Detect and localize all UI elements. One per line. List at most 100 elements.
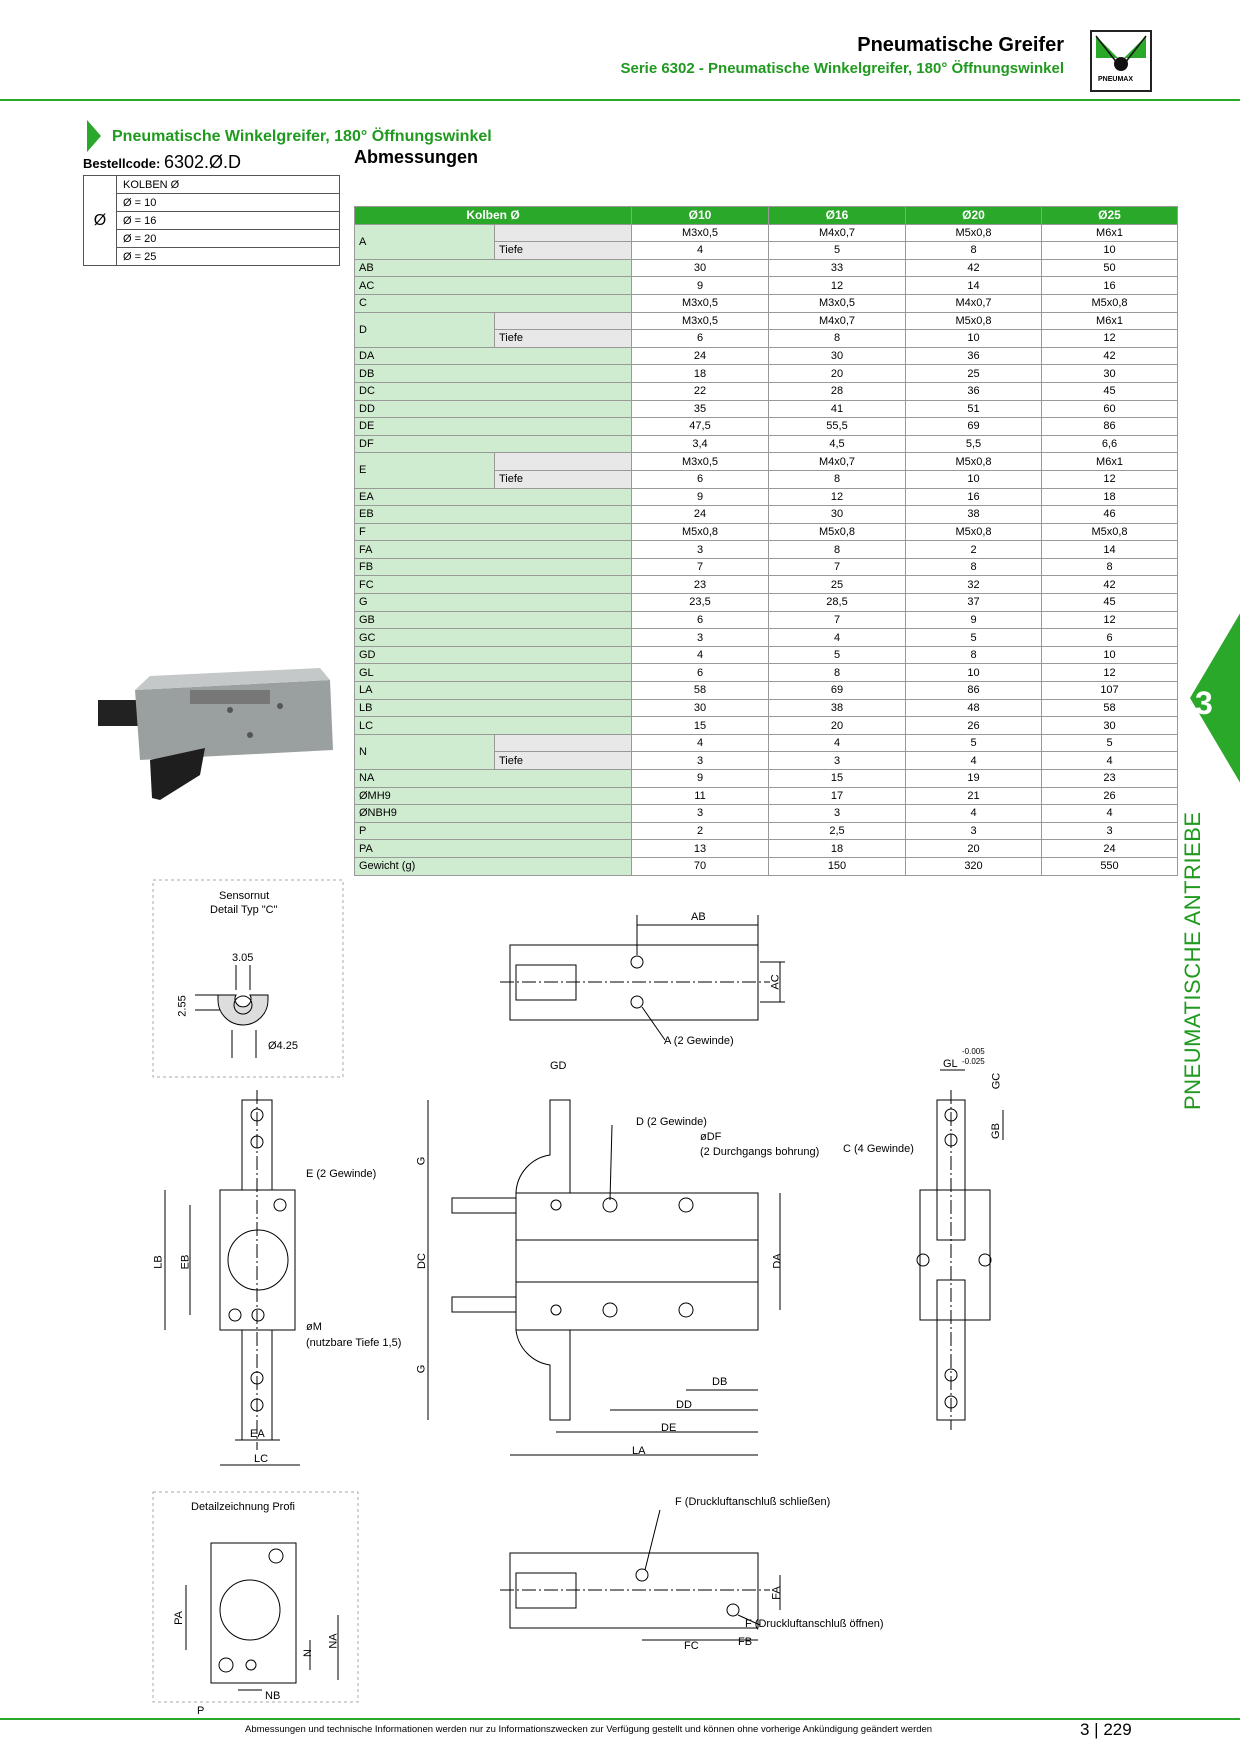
dim-value: M5x0,8 (905, 452, 1042, 471)
label-G-bottom: G (415, 1364, 428, 1374)
sensor-title: Sensornut (219, 890, 270, 902)
page-number: 3 | 229 (1080, 1720, 1132, 1739)
dim-key: GD (354, 645, 632, 665)
section-arrow-icon (87, 120, 101, 152)
dim-key: AC (354, 276, 632, 295)
label-DD: DD (676, 1399, 692, 1411)
order-option: KOLBEN Ø (116, 175, 340, 194)
dim-value: M5x0,8 (905, 311, 1042, 331)
dim-key: DF (354, 434, 632, 454)
dim-header-cell: Ø10 (631, 206, 769, 225)
label-M-depth: (nutzbare Tiefe 1,5) (306, 1337, 402, 1349)
label-FC: FC (684, 1640, 699, 1652)
dim-subkey-blank (494, 223, 632, 243)
sensor-title-detail: Detail Typ "C" (210, 904, 278, 916)
dim-key: GB (354, 610, 632, 630)
label-EA: EA (250, 1428, 265, 1440)
profile-title: Detailzeichnung Profi (191, 1501, 295, 1513)
order-row: Ø = 16 (84, 211, 340, 230)
dim-4-25: Ø4.25 (268, 1040, 298, 1052)
label-FA: FA (770, 1586, 783, 1600)
label-DF: øDF (700, 1131, 722, 1143)
dim-key: D (354, 311, 495, 348)
profile-detail-frame (152, 1491, 359, 1703)
label-GC: GC (990, 1072, 1003, 1090)
label-DE: DE (661, 1422, 677, 1434)
side-view-body (515, 1192, 759, 1331)
dim-key: FB (354, 557, 632, 577)
dim-key: Gewicht (g) (354, 856, 632, 876)
sensor-detail-frame (152, 879, 344, 1078)
label-EB: EB (179, 1254, 192, 1270)
label-F-close: F (Druckluftanschluß schließen) (675, 1496, 831, 1508)
pneumax-logo: PNEUMAX (1090, 30, 1152, 92)
dim-3-05: 3.05 (232, 952, 254, 964)
dim-key: PA (354, 839, 632, 858)
label-N: N (301, 1649, 314, 1657)
logo-text: PNEUMAX (1098, 76, 1134, 83)
page-subtitle: Serie 6302 - Pneumatische Winkelgreifer,… (620, 60, 1064, 77)
dim-value: 25 (768, 575, 906, 595)
dim-2-55: 2.55 (176, 995, 189, 1017)
dim-key: NA (354, 769, 632, 788)
label-FB: FB (738, 1636, 753, 1648)
logo-mark-icon (1095, 35, 1147, 71)
dim-key: DD (354, 399, 632, 419)
label-A-thread: A (2 Gewinde) (664, 1035, 734, 1047)
label-DA: DA (771, 1253, 784, 1269)
footer-disclaimer: Abmessungen und technische Informationen… (245, 1724, 933, 1735)
label-GL-tol-upper: -0.005 (962, 1047, 985, 1056)
dim-value: M5x0,8 (1041, 293, 1178, 313)
dim-value: 58 (631, 681, 769, 700)
label-LC: LC (254, 1453, 269, 1465)
label-LA: LA (632, 1445, 646, 1457)
dim-value: 16 (1041, 276, 1178, 295)
label-GL-tol-lower: -0.025 (962, 1057, 985, 1066)
label-D-thread: D (2 Gewinde) (636, 1116, 707, 1128)
label-DB: DB (712, 1376, 728, 1388)
order-option: Ø = 25 (116, 247, 340, 266)
order-code: Bestellcode: 6302.Ø.D (83, 152, 241, 173)
dim-subkey: Tiefe (494, 469, 632, 489)
dim-key: LB (354, 698, 632, 718)
dim-subkey: Tiefe (494, 329, 632, 348)
label-M: øM (306, 1321, 322, 1333)
footer-rule (0, 1718, 1240, 1720)
dim-header-cell: Ø16 (768, 206, 906, 225)
dim-key: FC (354, 575, 632, 595)
dim-key: N (354, 733, 495, 771)
label-GD: GD (550, 1060, 567, 1072)
order-code-value: 6302.Ø.D (163, 152, 241, 172)
label-LB: LB (152, 1255, 165, 1269)
dim-value: 320 (905, 856, 1042, 876)
order-code-label: Bestellcode: (83, 156, 161, 171)
dim-value: 12 (768, 487, 906, 507)
chapter-title: PNEUMATISCHE ANTRIEBE (1180, 811, 1205, 1110)
label-PA: PA (172, 1611, 185, 1625)
